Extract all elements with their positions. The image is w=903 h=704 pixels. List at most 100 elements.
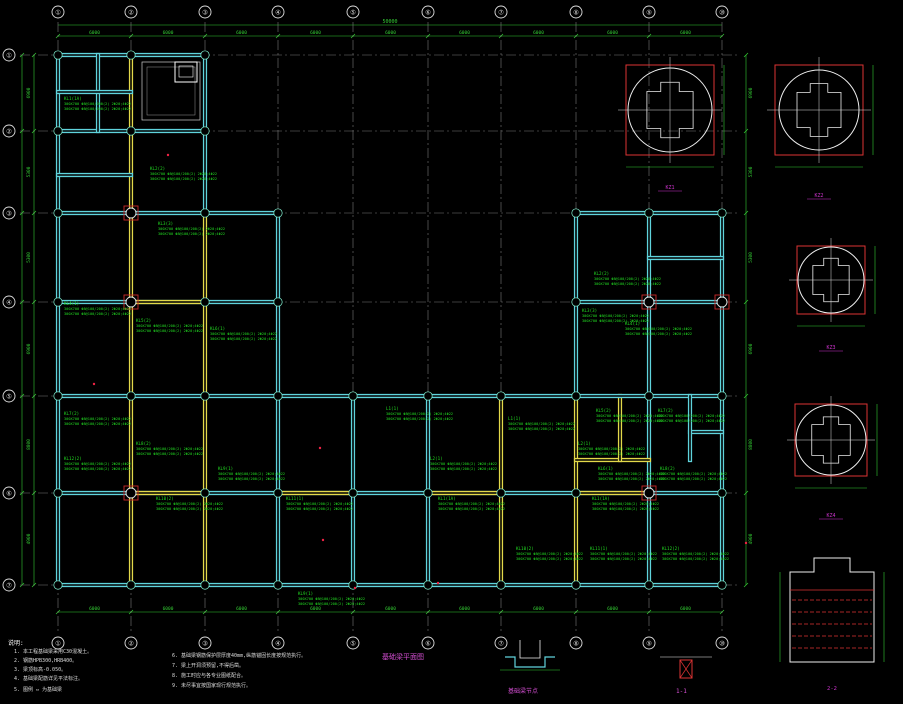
beam-spec: 300X700 Φ8@100/200(2) 2Φ20;4Φ22 bbox=[625, 332, 692, 336]
dim-tick bbox=[743, 210, 749, 216]
beam-spec: 300X700 Φ8@100/200(2) 2Φ20;4Φ22 bbox=[660, 477, 727, 481]
column-cap-red bbox=[714, 294, 730, 310]
axis-bubble bbox=[51, 636, 65, 650]
beam-spec: 300X700 Φ8@100/200(2) 2Φ20;4Φ22 bbox=[508, 422, 575, 426]
axis-bubble bbox=[2, 48, 16, 62]
marker-dot bbox=[353, 586, 357, 590]
column-circle bbox=[643, 296, 655, 308]
beam-spec: 300X700 Φ8@100/200(2) 2Φ20;4Φ22 bbox=[64, 417, 131, 421]
beam-spec: 300X700 Φ8@100/200(2) 2Φ20;4Φ22 bbox=[658, 419, 725, 423]
dim-text-left: 4900 bbox=[26, 533, 32, 544]
beam-annotation: L2(1)300X700 Φ8@100/200(2) 2Φ20;4Φ22300X… bbox=[578, 441, 645, 456]
axis-bubble bbox=[715, 636, 729, 650]
column bbox=[571, 488, 581, 498]
dim-text-top: 6000 bbox=[89, 30, 100, 36]
column-circle bbox=[125, 487, 137, 499]
beam-spec: 300X700 Φ8@100/200(2) 2Φ20;4Φ22 bbox=[64, 307, 131, 311]
note-5: 5. 图例 ▭ 为基础梁 bbox=[14, 686, 62, 693]
axis-bubble bbox=[2, 206, 16, 220]
dim-text-right: 8800 bbox=[748, 439, 754, 450]
column-circle bbox=[643, 487, 655, 499]
dim-text-right: 6900 bbox=[748, 87, 754, 98]
beam-spec: 300X700 Φ8@100/200(2) 2Φ20;4Φ22 bbox=[156, 502, 223, 506]
column bbox=[571, 580, 581, 590]
axis-bubble bbox=[124, 636, 138, 650]
beam-spec: 300X700 Φ8@100/200(2) 2Φ20;4Φ22 bbox=[592, 502, 659, 506]
column-layer bbox=[53, 50, 730, 590]
beam-annotation: KL3(3)300X700 Φ8@100/200(2) 2Φ20;4Φ22300… bbox=[158, 221, 225, 236]
beam-spec: 300X700 Φ8@100/200(2) 2Φ20;4Φ22 bbox=[578, 452, 645, 456]
column bbox=[200, 208, 210, 218]
beam-label: KL9(1) bbox=[298, 591, 313, 596]
beam-spec: 300X700 Φ8@100/200(2) 2Φ20;4Φ22 bbox=[64, 312, 131, 316]
dim-text-bottom: 6000 bbox=[89, 606, 100, 612]
column bbox=[200, 126, 210, 136]
dim-text-top: 6000 bbox=[310, 30, 321, 36]
dim-text-left: 6900 bbox=[26, 343, 32, 354]
dim-text-right: 6900 bbox=[748, 343, 754, 354]
detail-kz2: KZ2 bbox=[767, 57, 874, 200]
beam-annotation: KL4(1)300X700 Φ8@100/200(2) 2Φ20;4Φ22300… bbox=[64, 301, 131, 316]
beam-spec: 300X700 Φ8@100/200(2) 2Φ20;4Φ22 bbox=[596, 419, 663, 423]
column bbox=[53, 297, 63, 307]
axis-bubble bbox=[494, 636, 508, 650]
beam-label: L1(1) bbox=[386, 406, 399, 411]
beam-spec: 300X700 Φ8@100/200(2) 2Φ20;4Φ22 bbox=[64, 462, 131, 466]
detail-section-2-2: 2-2 bbox=[779, 557, 885, 692]
dim-text-bottom: 6000 bbox=[236, 606, 247, 612]
axis-bubble bbox=[346, 5, 360, 19]
marker-dot bbox=[318, 446, 322, 450]
note-9: 9. 未尽事宜按国家现行规范执行。 bbox=[172, 682, 251, 689]
dim-text-top: 6000 bbox=[680, 30, 691, 36]
beam-label: KL7(2) bbox=[658, 408, 673, 413]
note-7: 7. 梁上开洞须预留,不得后凿。 bbox=[172, 662, 244, 669]
beam-label: KL2(2) bbox=[594, 271, 609, 276]
beam-annotation: KL1(1A)300X700 Φ8@100/200(2) 2Φ20;4Φ2230… bbox=[64, 96, 131, 111]
beam-annotation: KL3(3)300X700 Φ8@100/200(2) 2Φ20;4Φ22300… bbox=[582, 308, 649, 323]
axis-label: ② bbox=[128, 640, 134, 648]
column bbox=[273, 297, 283, 307]
axis-bubble bbox=[569, 636, 583, 650]
section-small-title: 1-1 bbox=[676, 688, 687, 695]
axis-label: ⑧ bbox=[573, 640, 579, 648]
beam-spec: 300X700 Φ8@100/200(2) 2Φ20;4Φ22 bbox=[286, 507, 353, 511]
beam-label: KL4(1) bbox=[625, 321, 640, 326]
beam-label: KL1(1A) bbox=[438, 496, 456, 501]
dim-text-bottom: 6000 bbox=[385, 606, 396, 612]
beam-spec: 300X700 Φ8@100/200(2) 2Φ20;4Φ22 bbox=[430, 467, 497, 471]
beam-spec: 300X700 Φ8@100/200(2) 2Φ20;4Φ22 bbox=[590, 552, 657, 556]
axis-label: ⑥ bbox=[6, 490, 12, 498]
beam-spec: 300X700 Φ8@100/200(2) 2Φ20;4Φ22 bbox=[158, 232, 225, 236]
column bbox=[644, 208, 654, 218]
axis-bubble bbox=[346, 636, 360, 650]
dim-text-overall: 50000 bbox=[382, 19, 397, 25]
column bbox=[571, 297, 581, 307]
column bbox=[644, 580, 654, 590]
pit-box-inner bbox=[178, 65, 194, 78]
marker-dot bbox=[92, 382, 96, 386]
dim-text-bottom: 6000 bbox=[163, 606, 174, 612]
beam-annotation: KL5(2)300X700 Φ8@100/200(2) 2Φ20;4Φ22300… bbox=[596, 408, 663, 423]
beam-spec: 300X700 Φ8@100/200(2) 2Φ20;4Φ22 bbox=[582, 314, 649, 318]
column bbox=[53, 580, 63, 590]
beam-annotation: KL9(1)300X700 Φ8@100/200(2) 2Φ20;4Φ22300… bbox=[218, 466, 285, 481]
beam-annotation: KL1(1A)300X700 Φ8@100/200(2) 2Φ20;4Φ2230… bbox=[438, 496, 505, 511]
column bbox=[200, 580, 210, 590]
beam-label: KL10(2) bbox=[156, 496, 174, 501]
beam-label: KL10(2) bbox=[516, 546, 534, 551]
axis-label: ④ bbox=[275, 640, 281, 648]
beam-spec: 300X700 Φ8@100/200(2) 2Φ20;4Φ22 bbox=[64, 422, 131, 426]
axis-label: ⑦ bbox=[498, 640, 504, 648]
column bbox=[423, 488, 433, 498]
column-circle bbox=[716, 296, 728, 308]
column bbox=[53, 126, 63, 136]
detail-column-section bbox=[811, 416, 851, 464]
column bbox=[496, 488, 506, 498]
column bbox=[273, 208, 283, 218]
column-circle bbox=[125, 296, 137, 308]
column bbox=[348, 391, 358, 401]
beam-spec: 300X700 Φ8@100/200(2) 2Φ20;4Φ22 bbox=[516, 557, 583, 561]
column bbox=[717, 580, 727, 590]
